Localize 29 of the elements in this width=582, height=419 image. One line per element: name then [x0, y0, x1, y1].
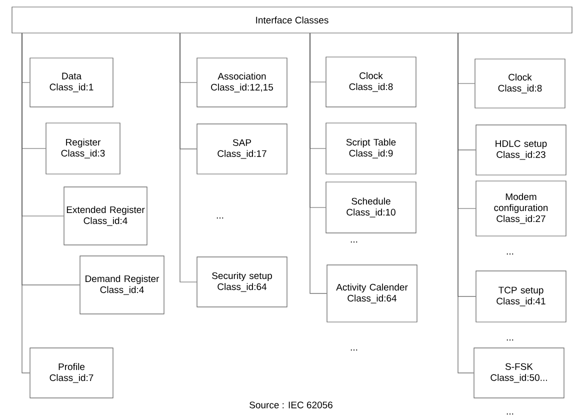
caption: Source : IEC 62056 [250, 402, 332, 408]
ellipsis: ... [350, 349, 358, 350]
ellipsis: ... [216, 217, 224, 218]
class-box: S-FSK Class_id:50... [474, 348, 564, 398]
class-box: Extended Register Class_id:4 [64, 186, 148, 246]
class-box: HDLC setup Class_id:23 [476, 124, 566, 176]
connector-line [310, 33, 327, 294]
connector-line [22, 33, 30, 374]
header-box: Interface Classes [12, 6, 572, 34]
class-box: Modem configuration Class_id:27 [476, 180, 566, 236]
connector-line [180, 33, 197, 282]
class-box: TCP setup Class_id:41 [476, 270, 566, 322]
class-box: SAP Class_id:17 [196, 124, 288, 174]
class-box: Data Class_id:1 [30, 58, 114, 108]
class-box: Demand Register Class_id:4 [80, 256, 164, 314]
class-box: Clock Class_id:8 [326, 56, 416, 108]
class-box: Clock Class_id:8 [474, 58, 566, 108]
class-box: Activity Calender Class_id:64 [326, 264, 418, 322]
ellipsis: ... [506, 253, 514, 254]
class-box: Association Class_id:12,15 [196, 58, 288, 108]
ellipsis: ... [506, 339, 514, 340]
class-box: Script Table Class_id:9 [326, 122, 416, 174]
connector-line [458, 33, 474, 374]
class-box: Security setup Class_id:64 [196, 256, 288, 308]
class-box: Schedule Class_id:10 [326, 182, 416, 234]
class-box: Register Class_id:3 [46, 122, 120, 174]
ellipsis: ... [506, 413, 514, 414]
class-box: Profile Class_id:7 [30, 348, 114, 398]
ellipsis: ... [350, 241, 358, 242]
